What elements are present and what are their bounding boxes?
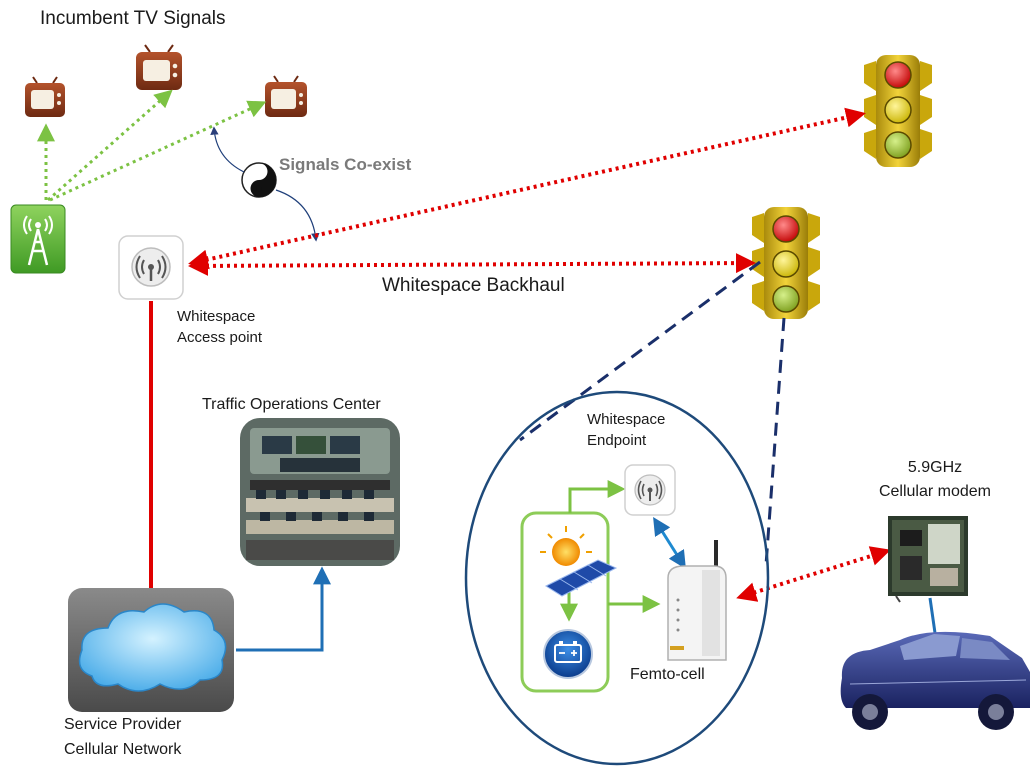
traffic-light-icon bbox=[864, 55, 932, 167]
endpoint-label: Whitespace Endpoint bbox=[587, 409, 665, 451]
femtocell-router-icon bbox=[667, 540, 727, 661]
control-room-photo bbox=[240, 418, 400, 566]
battery-icon bbox=[543, 629, 593, 679]
endpoint-boundary bbox=[464, 390, 770, 766]
local-wireless-link bbox=[653, 516, 686, 570]
access-point-label: Whitespace Access point bbox=[177, 306, 262, 348]
service-provider-label-line1: Service Provider bbox=[64, 716, 182, 733]
cloud-icon bbox=[68, 588, 234, 712]
traffic-ops-label: Traffic Operations Center bbox=[202, 396, 381, 413]
cell-tower-icon bbox=[10, 204, 66, 274]
service-provider-label-line2: Cellular Network bbox=[64, 741, 182, 758]
traffic-light-icon bbox=[752, 207, 820, 319]
endpoint-links bbox=[519, 260, 786, 566]
femtocell-label: Femto-cell bbox=[630, 666, 705, 683]
whitespace-backhaul-links bbox=[188, 107, 891, 602]
wireless-access-point-icon bbox=[624, 464, 676, 516]
modem-label: 5.9GHz Cellular modem bbox=[860, 456, 1010, 504]
solar-panel-icon bbox=[540, 526, 618, 597]
wireless-access-point-icon bbox=[118, 235, 184, 300]
car-icon bbox=[840, 631, 1030, 730]
tv-icon bbox=[25, 76, 65, 117]
modem-label-line1: 5.9GHz bbox=[907, 459, 963, 476]
endpoint-label-line1: Whitespace bbox=[587, 411, 666, 428]
signals-coexist-label: Signals Co-exist bbox=[279, 155, 412, 174]
network-link bbox=[236, 566, 331, 652]
whitespace-backhaul-label: Whitespace Backhaul bbox=[382, 275, 565, 296]
tv-broadcast-links bbox=[37, 89, 267, 202]
endpoint-label-line2: Endpoint bbox=[587, 432, 647, 449]
modem-label-line2: Cellular modem bbox=[878, 483, 992, 500]
access-point-label-line1: Whitespace bbox=[177, 308, 256, 325]
tv-icon bbox=[136, 44, 182, 90]
access-point-label-line2: Access point bbox=[177, 329, 263, 346]
tv-icon bbox=[265, 75, 307, 117]
modem-board-icon bbox=[888, 516, 968, 603]
yin-yang-icon bbox=[241, 162, 277, 198]
power-links bbox=[560, 480, 661, 622]
incumbent-tv-label: Incumbent TV Signals bbox=[40, 8, 226, 29]
power-system-box bbox=[520, 511, 610, 693]
service-provider-label: Service Provider Cellular Network bbox=[64, 712, 181, 762]
